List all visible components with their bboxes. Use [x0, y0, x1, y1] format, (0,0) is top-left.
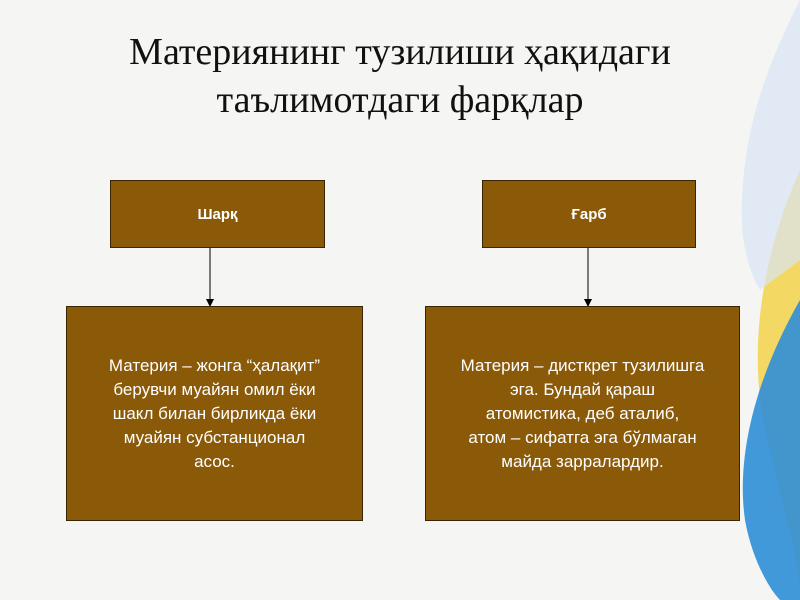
west-description-line: эга. Бундай қараш — [509, 379, 656, 399]
east-description-text: Материя – жонга “ҳалақит” берувчи муайян… — [95, 354, 334, 474]
decorative-wave-blue — [742, 300, 800, 600]
west-description-box: Материя – дисткрет тузилишга эга. Бундай… — [425, 306, 740, 521]
west-heading-box: Ғарб — [482, 180, 696, 248]
west-description-line: атомистика, деб аталиб, — [485, 403, 680, 423]
east-heading-box: Шарқ — [110, 180, 325, 248]
slide-title: Материянинг тузилиши ҳақидаги таълимотда… — [40, 28, 760, 124]
slide-title-line-2: таълимотдаги фарқлар — [216, 79, 584, 121]
west-heading-label: Ғарб — [571, 205, 607, 223]
west-description-line: атом – сифатга эга бўлмаган — [468, 427, 697, 447]
east-description-line: берувчи муайян омил ёки — [113, 379, 316, 399]
east-description-box: Материя – жонга “ҳалақит” берувчи муайян… — [66, 306, 363, 521]
east-heading-label: Шарқ — [197, 205, 238, 223]
west-description-text: Материя – дисткрет тузилишга эга. Бундай… — [447, 354, 719, 474]
decorative-wave-yellow — [757, 170, 800, 600]
east-description-line: шакл билан бирликда ёки — [112, 403, 317, 423]
west-description-line: майда зарралардир. — [501, 451, 664, 471]
east-description-line: Материя – жонга “ҳалақит” — [108, 355, 321, 375]
slide-title-line-1: Материянинг тузилиши ҳақидаги — [129, 31, 671, 73]
east-description-line: муайян субстанционал — [123, 427, 306, 447]
east-description-line: асос. — [194, 451, 235, 471]
west-description-line: Материя – дисткрет тузилишга — [460, 355, 705, 375]
